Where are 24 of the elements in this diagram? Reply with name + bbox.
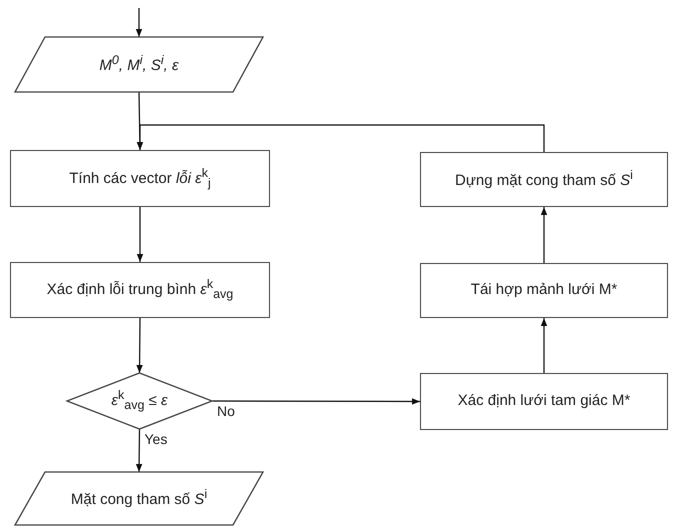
arrow [136, 318, 143, 373]
process-box [10, 262, 270, 318]
decision-diamond [67, 373, 212, 429]
arrow [540, 207, 548, 263]
arrow [540, 318, 548, 373]
edge-label: Yes [144, 432, 168, 448]
process-box [420, 152, 668, 207]
process-box [420, 373, 668, 430]
node-label: ε$^{k}$$_{avg}$ ≤ ε [111, 388, 168, 414]
node-label: Dựng mặt cong tham số S$^{i}$ [455, 168, 633, 191]
arrow [136, 8, 142, 37]
process-box [420, 263, 668, 318]
node-label: Xác định lưới tam giác M* [458, 392, 630, 411]
data-parallelogram [15, 472, 263, 525]
process-box [10, 150, 270, 207]
arrow [136, 207, 144, 262]
arrow [136, 124, 545, 152]
arrow [212, 398, 420, 405]
node-label: Tái hợp mảnh lưới M* [470, 281, 618, 300]
edge-label: No [216, 404, 236, 420]
data-parallelogram [15, 37, 263, 92]
node-label: M$^{0}$, M$^{i}$, S$^{i}$, ε [99, 53, 179, 76]
node-label: Mặt cong tham số S$^{i}$ [70, 487, 208, 510]
arrow [136, 429, 142, 472]
